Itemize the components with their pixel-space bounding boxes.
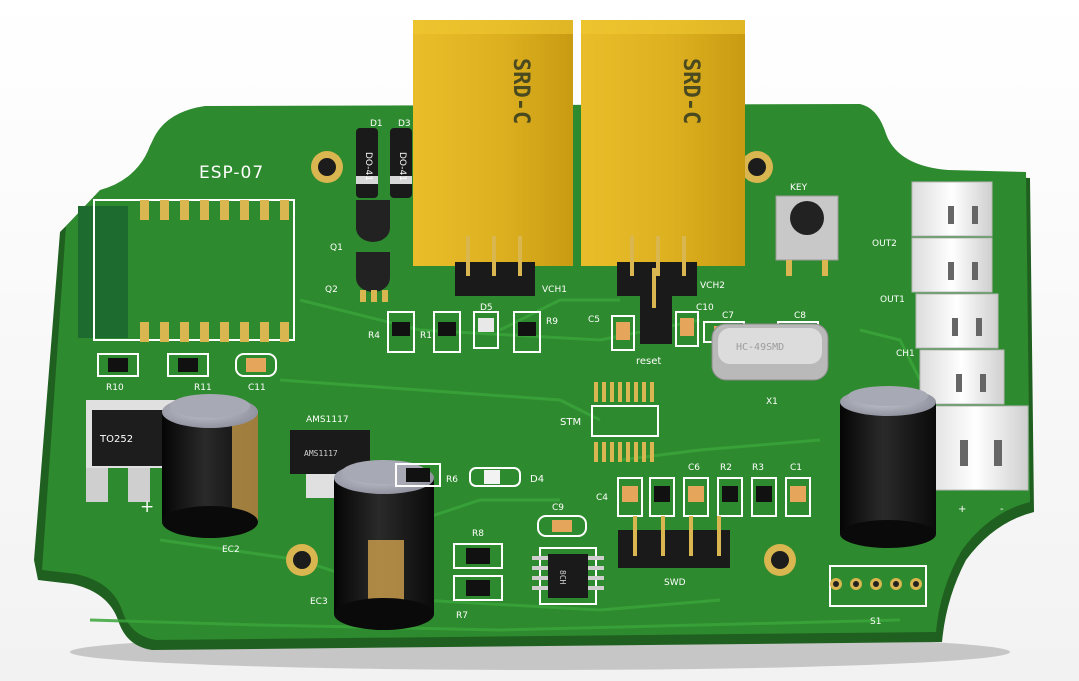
label-out1: OUT1 — [880, 295, 905, 305]
label-r2: R2 — [720, 463, 732, 473]
label-d4: D4 — [530, 474, 544, 485]
svg-text:SRD-C: SRD-C — [508, 58, 533, 124]
label-r8: R8 — [472, 529, 484, 539]
diode-d3: DO-41 — [390, 128, 412, 198]
label-r1: R1 — [420, 331, 432, 341]
relay-1: SRD-C — [413, 20, 573, 266]
label-r7: R7 — [456, 611, 468, 621]
svg-text:DO-41: DO-41 — [363, 152, 373, 181]
label-q1: Q1 — [330, 243, 343, 253]
label-r9: R9 — [546, 317, 558, 327]
label-out2: OUT2 — [872, 239, 897, 249]
label-r3: R3 — [752, 463, 764, 473]
crystal-x1: HC-49SMD — [711, 323, 829, 381]
esp07-label: ESP-07 — [199, 163, 264, 183]
label-c9: C10 — [696, 303, 714, 313]
label-d3: D3 — [398, 119, 411, 129]
transistor-q1 — [356, 200, 390, 242]
esp07-module — [78, 199, 295, 342]
svg-text:SRD-C: SRD-C — [678, 58, 703, 124]
label-d1: D1 — [370, 119, 383, 129]
label-ams1117: AMS1117 — [306, 415, 349, 425]
mounting-holes — [286, 151, 796, 576]
label-d5: D5 — [480, 303, 493, 313]
cap-c10 — [537, 515, 587, 537]
label-c10: C9 — [552, 503, 564, 513]
header-reset — [640, 268, 672, 344]
label-vch1: VCH1 — [542, 285, 567, 295]
label-s1: S1 — [870, 617, 881, 627]
label-c11: C11 — [248, 383, 266, 393]
svg-text:TO252: TO252 — [99, 434, 133, 445]
label-reset: reset — [636, 356, 661, 367]
label-r10: R10 — [106, 383, 124, 393]
header-vch1 — [455, 236, 535, 296]
capacitor-ec2: + — [140, 394, 258, 538]
label-ec3: EC3 — [310, 597, 328, 607]
smd-row-bottom — [617, 477, 811, 517]
label-swd: SWD — [664, 578, 686, 588]
svg-text:DO-41: DO-41 — [397, 152, 407, 181]
ic-soic8: 8CH — [532, 547, 604, 605]
header-vch2 — [617, 236, 697, 296]
diode-d1: DO-41 — [356, 128, 378, 198]
label-vch2: VCH2 — [700, 281, 725, 291]
label-x1: X1 — [766, 397, 778, 407]
svg-text:AMS1117: AMS1117 — [304, 449, 338, 458]
smd-r8-r7 — [453, 543, 503, 601]
key-button — [775, 195, 839, 276]
label-c5: C5 — [588, 315, 600, 325]
smd-r6-d4 — [395, 463, 521, 487]
label-ec2: EC2 — [222, 545, 240, 555]
label-c8: C8 — [794, 311, 806, 321]
header-swd — [618, 516, 730, 568]
label-stm: STM — [560, 417, 581, 428]
switch-s1 — [829, 565, 927, 607]
label-ch1: CH1 — [896, 349, 915, 359]
transistor-q2 — [356, 252, 390, 302]
svg-text:+: + — [140, 497, 155, 517]
label-r11: R11 — [194, 383, 212, 393]
label-r6: R6 — [446, 475, 458, 485]
svg-text:8CH: 8CH — [558, 570, 567, 585]
stm-footprint — [591, 382, 659, 462]
label-c4: C4 — [596, 493, 608, 503]
svg-text:HC-49SMD: HC-49SMD — [736, 342, 784, 353]
label-c7: C7 — [722, 311, 734, 321]
terminal-connectors — [911, 181, 1029, 491]
smd-row-left — [97, 353, 277, 377]
label-key: KEY — [790, 183, 808, 193]
label-c6: C6 — [688, 463, 700, 473]
label-c1: C1 — [790, 463, 802, 473]
label-r4: R4 — [368, 331, 380, 341]
capacitor-ec-right — [840, 386, 936, 548]
relay-2: SRD-C — [581, 20, 745, 266]
capacitor-ec3 — [334, 460, 434, 630]
smd-row-top — [387, 311, 541, 353]
label-plus: + — [958, 504, 966, 515]
label-minus: - — [1000, 504, 1004, 515]
label-q2: Q2 — [325, 285, 338, 295]
